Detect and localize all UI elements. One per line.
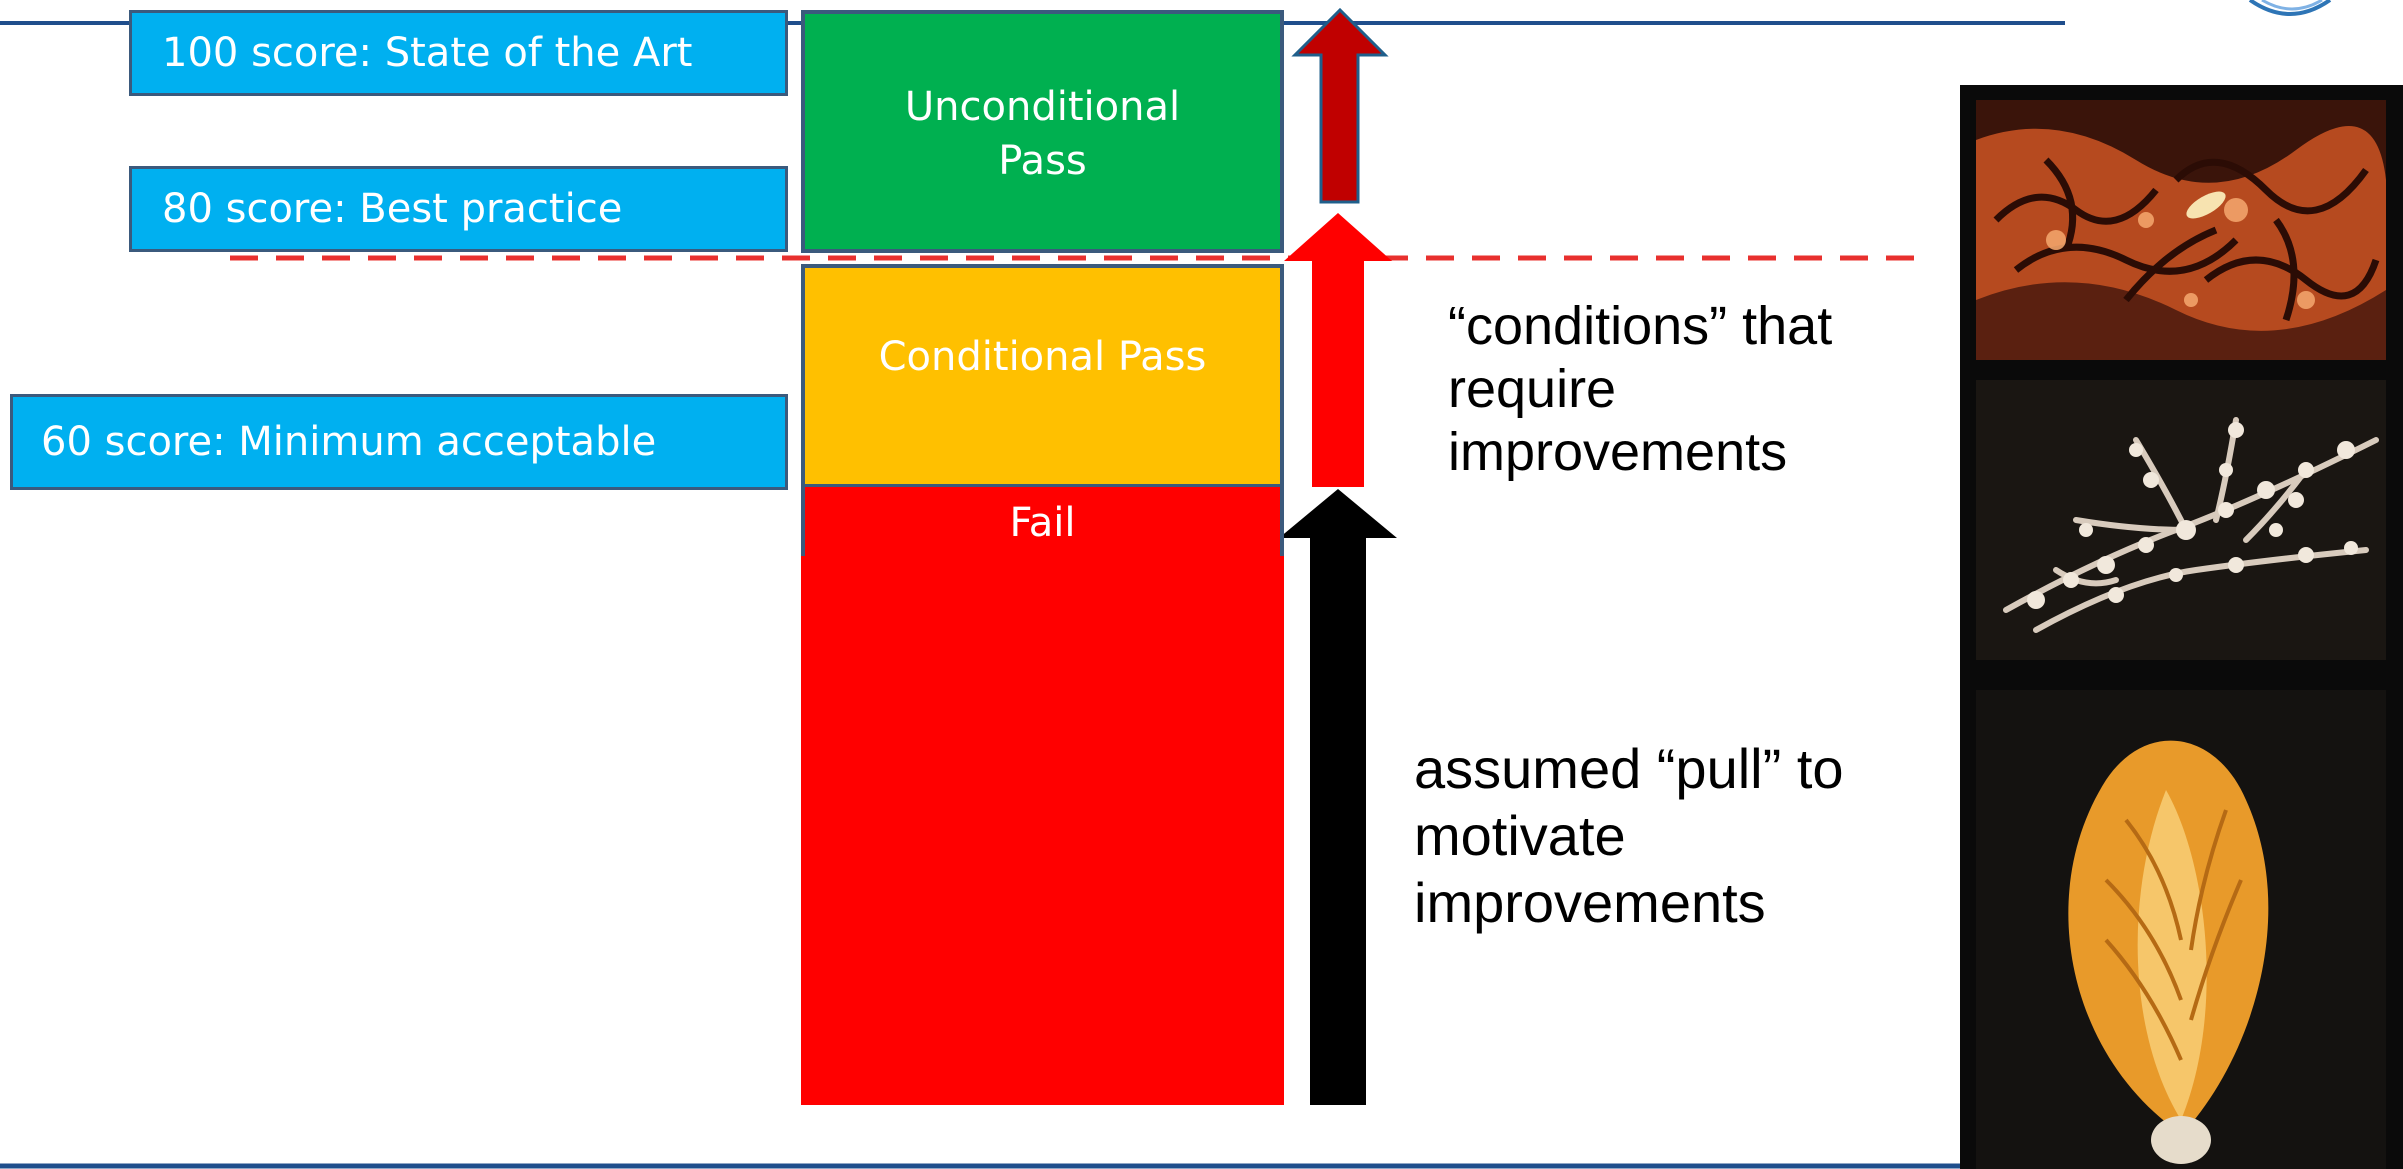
unconditional-pass-band: Unconditional Pass (801, 10, 1284, 253)
sea-pen-photo (1976, 690, 2386, 1169)
conditions-annotation: “conditions” that require improvements (1448, 295, 1832, 484)
score-label-text: 80 score: Best practice (162, 186, 623, 232)
coral-fan-image (1976, 100, 2386, 360)
annotation-line: improvements (1414, 871, 1766, 934)
score-label-state-of-art: 100 score: State of the Art (129, 10, 788, 96)
logo-fragment-icon (2248, 0, 2332, 16)
score-label-text: 100 score: State of the Art (162, 30, 693, 76)
fail-band-lower (801, 556, 1284, 1105)
band-label-line: Unconditional (904, 84, 1181, 130)
white-coral-photo (1976, 380, 2386, 660)
annotation-line: “conditions” that (1448, 296, 1833, 356)
annotation-line: motivate (1414, 804, 1626, 867)
sea-pen-image (1976, 690, 2386, 1169)
score-label-text: 60 score: Minimum acceptable (41, 419, 657, 465)
annotation-line: assumed “pull” to (1414, 737, 1844, 800)
band-label: Fail (1009, 500, 1076, 546)
conditions-arrow (1284, 213, 1392, 487)
coral-fan-photo (1976, 100, 2386, 360)
state-of-art-arrow (1291, 7, 1389, 204)
score-label-best-practice: 80 score: Best practice (129, 166, 788, 252)
annotation-line: improvements (1448, 422, 1788, 482)
annotation-line: require (1448, 359, 1617, 419)
pull-arrow (1279, 489, 1397, 1105)
band-label-line: Pass (998, 138, 1087, 184)
conditional-pass-band: Conditional Pass (801, 264, 1284, 488)
pull-annotation: assumed “pull” to motivate improvements (1414, 735, 1844, 936)
band-label: Conditional Pass (878, 334, 1207, 380)
score-label-minimum: 60 score: Minimum acceptable (10, 394, 788, 490)
white-coral-image (1976, 380, 2386, 660)
